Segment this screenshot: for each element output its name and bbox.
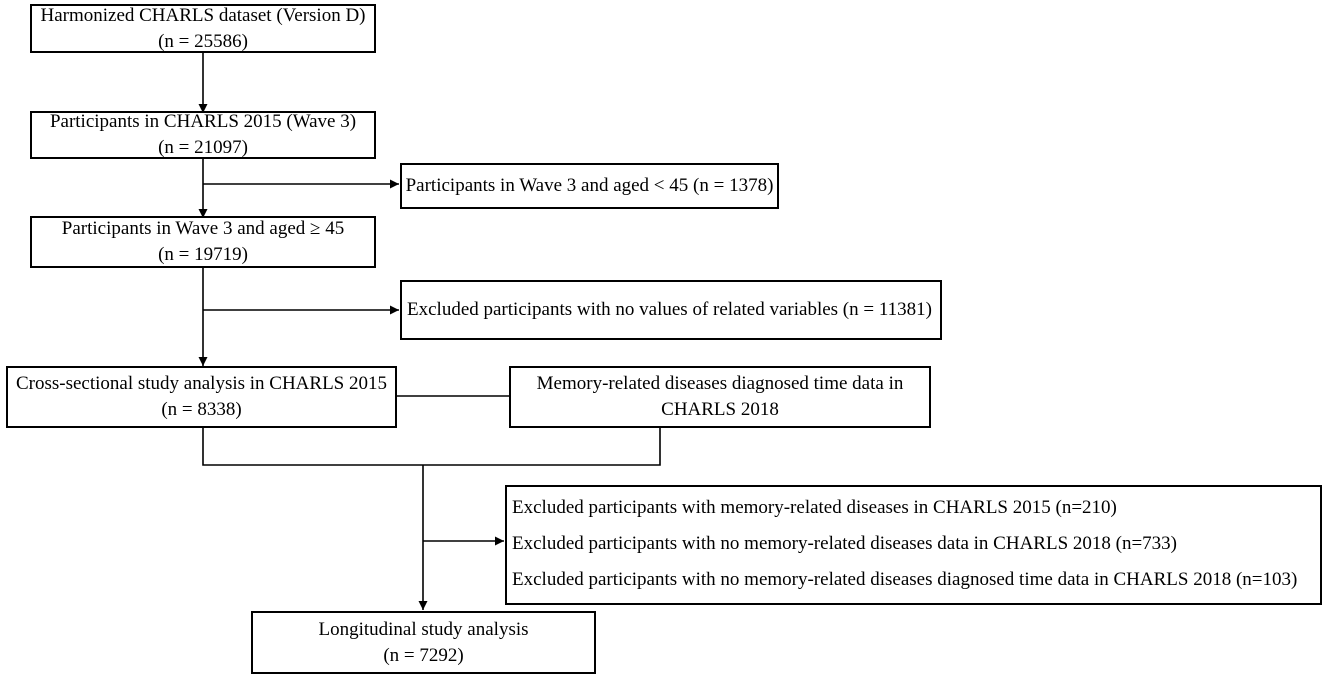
node-over45: Participants in Wave 3 and aged ≥ 45 (n … <box>30 216 376 268</box>
node-cross-sectional: Cross-sectional study analysis in CHARLS… <box>6 366 397 428</box>
node-exclusions-2018: Excluded participants with memory-relate… <box>505 485 1322 605</box>
node-excluded-vars: Excluded participants with no values of … <box>400 280 942 340</box>
node-harmonized-dataset: Harmonized CHARLS dataset (Version D) (n… <box>30 4 376 53</box>
node-harmonized-title: Harmonized CHARLS dataset (Version D) <box>40 4 366 26</box>
node-longitudinal-title: Longitudinal study analysis <box>318 618 529 640</box>
node-memory-time-data: Memory-related diseases diagnosed time d… <box>509 366 931 428</box>
merge-line <box>202 427 661 466</box>
exclusion-item-3: Excluded participants with no memory-rel… <box>512 569 1298 590</box>
node-wave3-participants: Participants in CHARLS 2015 (Wave 3) (n … <box>30 111 376 159</box>
node-harmonized-count: (n = 25586) <box>158 30 248 52</box>
node-cross-sectional-title: Cross-sectional study analysis in CHARLS… <box>15 373 388 394</box>
node-memory-time-line2: CHARLS 2018 <box>661 399 779 420</box>
node-under45-text: Participants in Wave 3 and aged < 45 (n … <box>405 175 774 196</box>
node-cross-sectional-count: (n = 8338) <box>161 399 242 420</box>
node-over45-title: Participants in Wave 3 and aged ≥ 45 <box>61 218 345 239</box>
node-over45-count: (n = 19719) <box>158 244 248 265</box>
exclusion-item-1: Excluded participants with memory-relate… <box>512 497 1117 518</box>
node-longitudinal: Longitudinal study analysis (n = 7292) <box>251 611 596 674</box>
node-memory-time-line1: Memory-related diseases diagnosed time d… <box>536 373 904 394</box>
exclusion-item-2: Excluded participants with no memory-rel… <box>512 533 1178 554</box>
node-excluded-vars-text: Excluded participants with no values of … <box>407 299 932 320</box>
node-longitudinal-count: (n = 7292) <box>383 644 464 666</box>
node-wave3-count: (n = 21097) <box>158 137 248 158</box>
node-under45: Participants in Wave 3 and aged < 45 (n … <box>400 163 779 209</box>
node-wave3-title: Participants in CHARLS 2015 (Wave 3) <box>49 111 357 132</box>
